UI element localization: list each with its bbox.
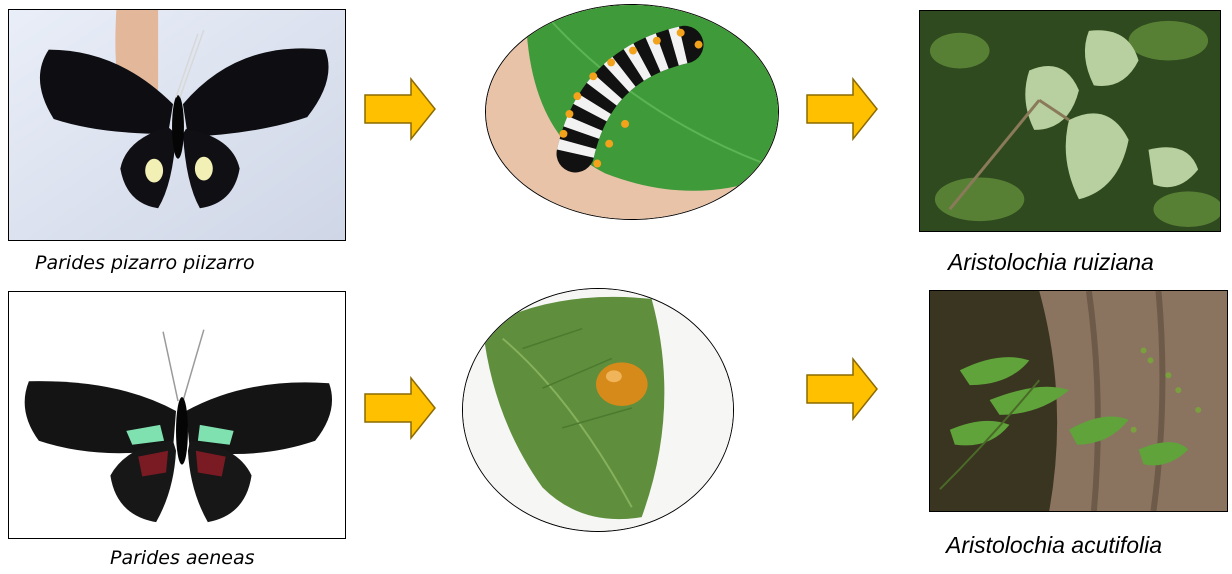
plant-photo-aristolochia-acutifolia: [929, 290, 1228, 512]
butterfly-caption-1: Parides pizarro piizarro: [35, 252, 255, 274]
plant-caption-1: Aristolochia ruiziana: [948, 249, 1154, 276]
butterfly-photo-parides-aeneas: [8, 291, 346, 539]
egg-photo-oval: [462, 288, 734, 532]
plant-photo-aristolochia-ruiziana: [919, 10, 1221, 232]
larva-photo-oval: [485, 4, 779, 220]
butterfly-caption-2: Parides aeneas: [110, 547, 255, 569]
butterfly-photo-parides-pizarro: [8, 9, 346, 241]
plant-caption-2: Aristolochia acutifolia: [946, 532, 1162, 559]
right-arrow-icon: [805, 357, 879, 421]
right-arrow-icon: [363, 77, 437, 141]
right-arrow-icon: [805, 77, 879, 141]
right-arrow-icon: [363, 376, 437, 440]
